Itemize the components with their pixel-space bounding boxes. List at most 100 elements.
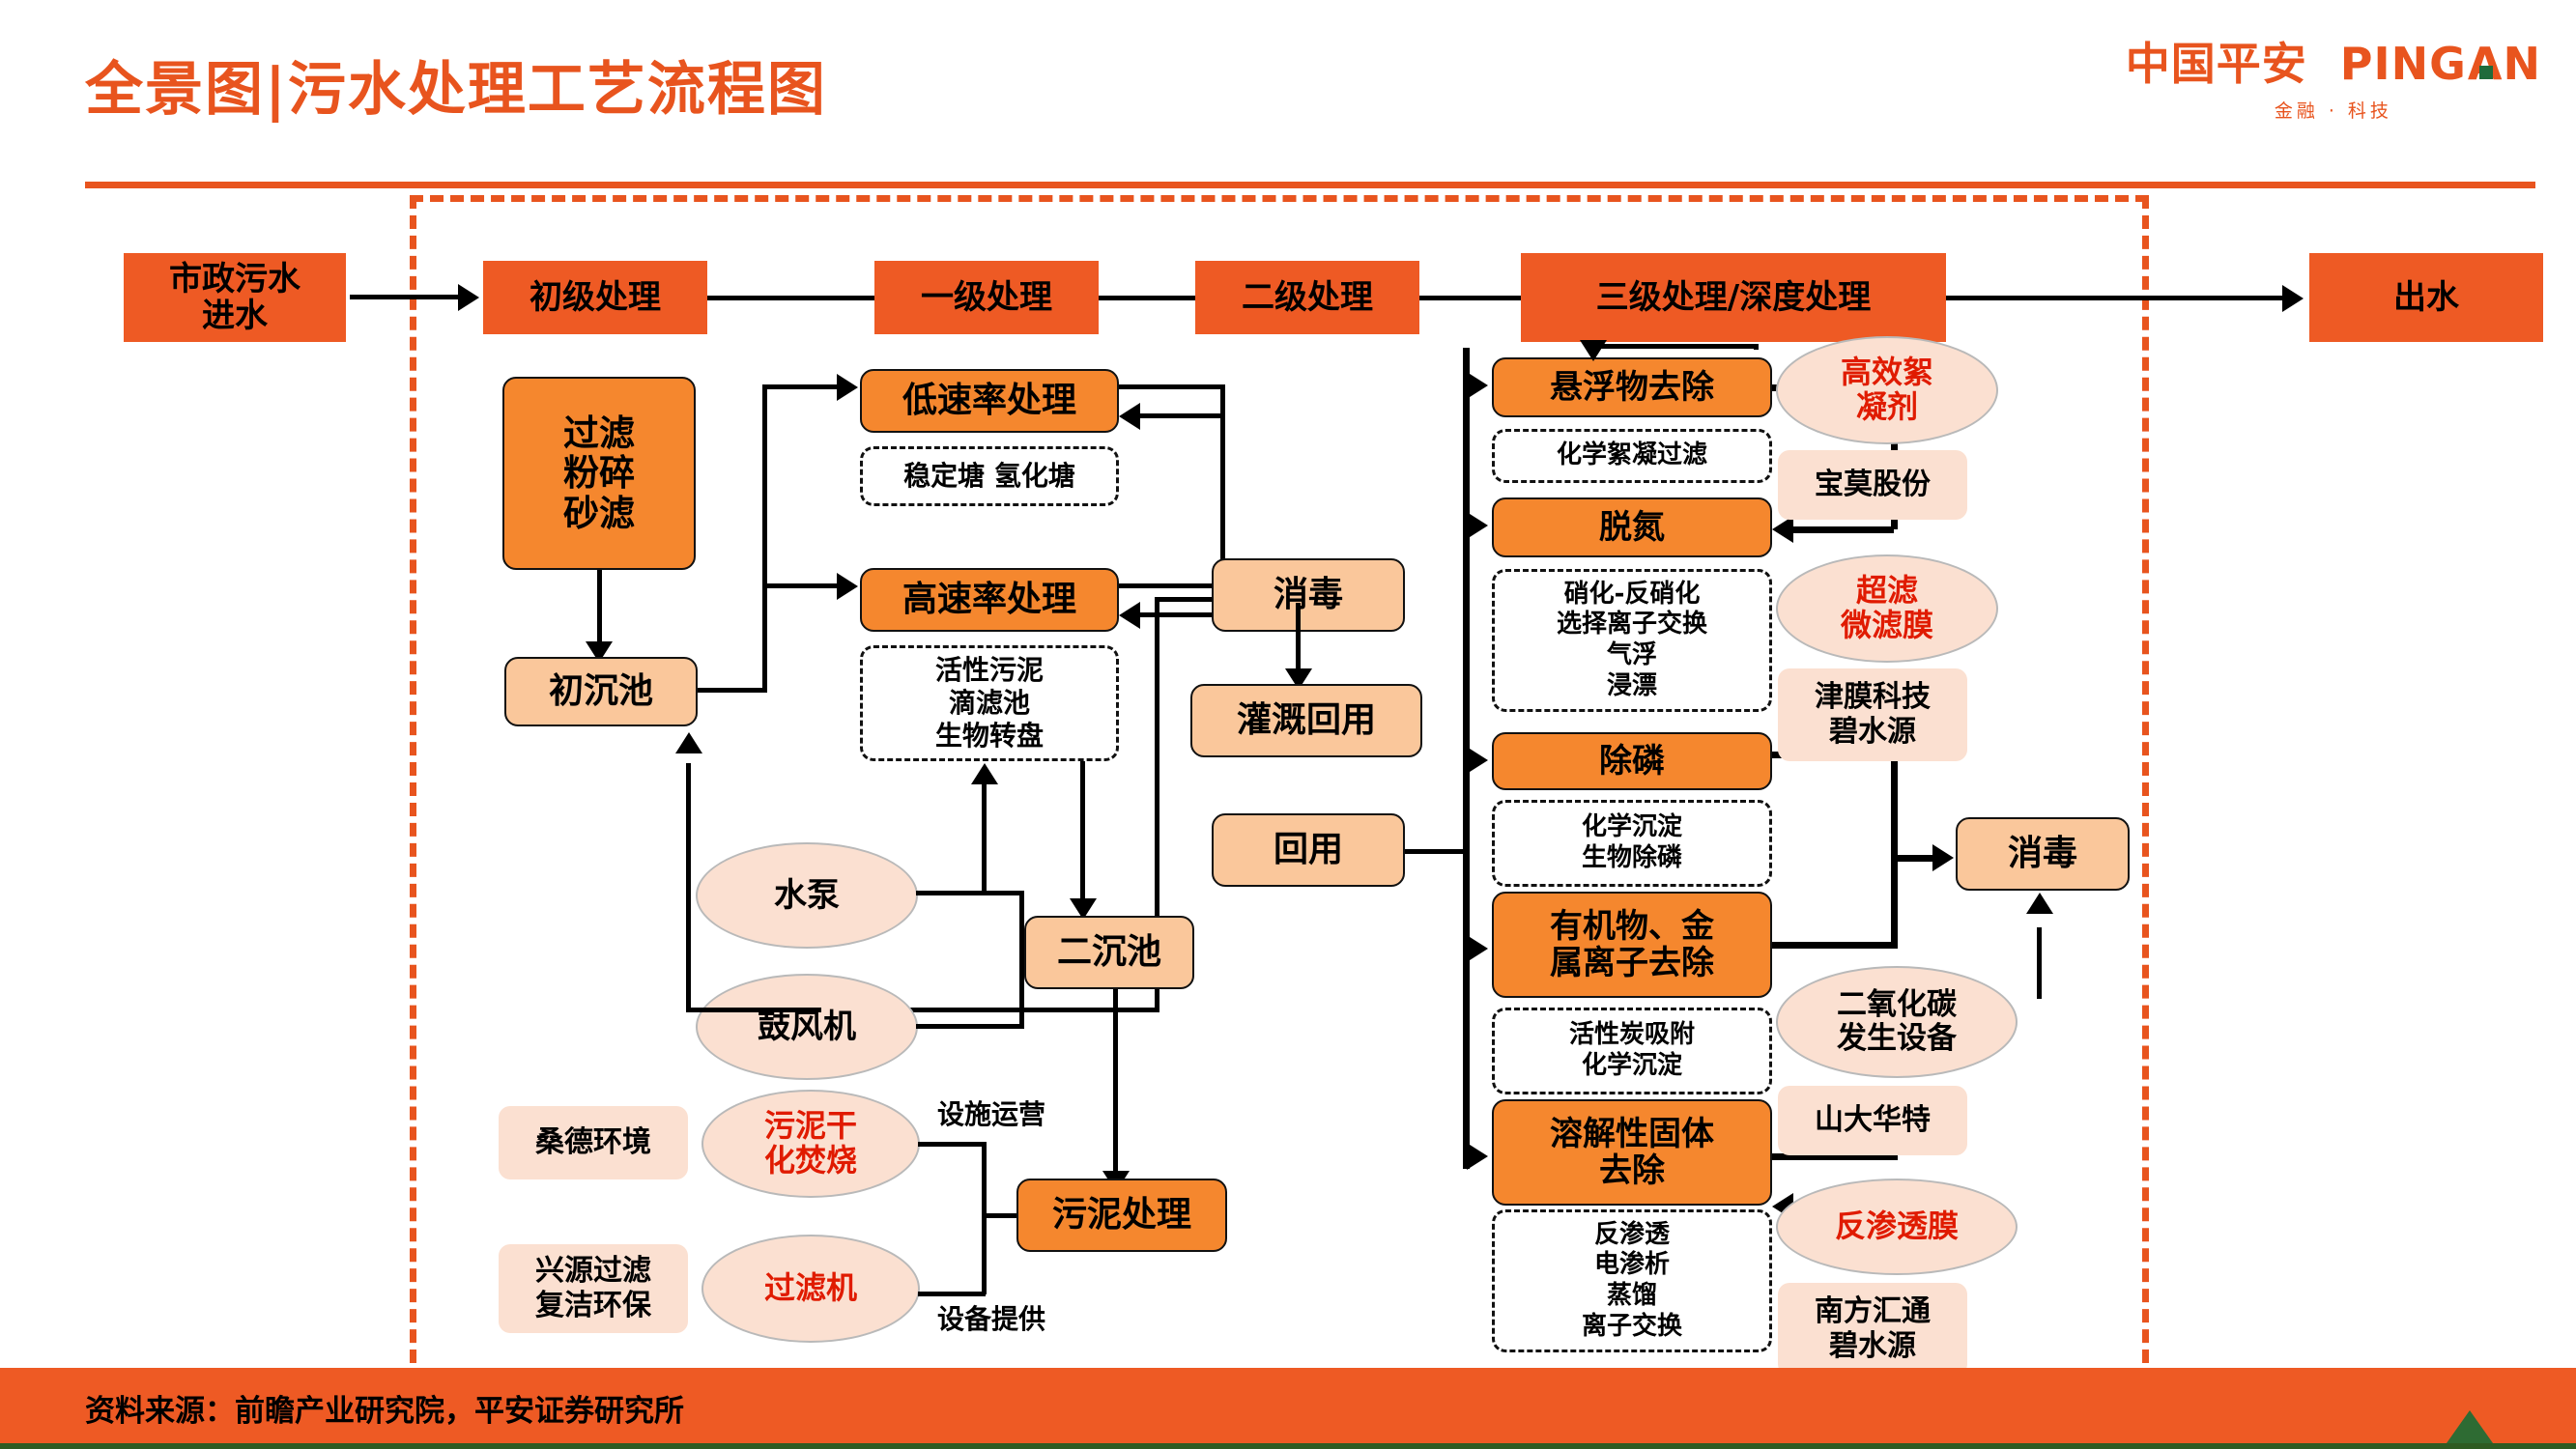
tertiary-step-2-detail-1: 硝化-反硝化	[1563, 579, 1701, 609]
tertiary-step-1-title: 悬浮物去除	[1550, 367, 1714, 407]
tech-ultrafiltration-microfiltration-membrane[interactable]: 超滤 微滤膜	[1776, 554, 1998, 663]
arrow-back-to-high-rate	[1119, 602, 1140, 629]
logo-wordmark: 中国平安 PING AN	[2126, 29, 2541, 93]
irrigation-reuse-label: 灌溉回用	[1236, 699, 1376, 740]
company-xingyuan-fujie[interactable]: 兴源过滤 复洁环保	[499, 1244, 688, 1333]
arrow-to-high-rate	[837, 573, 858, 600]
company-xingyuan-line-2: 复洁环保	[535, 1289, 651, 1322]
node-filter-grind-sandfilter[interactable]: 过滤 粉碎 砂滤	[502, 377, 696, 570]
co2-line-1: 二氧化碳	[1837, 987, 1957, 1023]
node-reuse[interactable]: 回用	[1212, 813, 1405, 887]
node-low-rate-treatment[interactable]: 低速率处理	[860, 369, 1119, 433]
pretreat-line-2: 粉碎	[563, 452, 635, 495]
edge-down-to-clarifier2	[1080, 761, 1085, 906]
node-blower[interactable]: 鼓风机	[696, 974, 918, 1080]
tech-filter-press[interactable]: 过滤机	[701, 1235, 920, 1343]
tech-sludge-drying-incineration[interactable]: 污泥干 化焚烧	[701, 1090, 920, 1198]
inlet-line-2: 进水	[202, 297, 268, 335]
logo-tagline: 金融 · 科技	[2274, 100, 2392, 122]
arrow-return-to-clarifier1	[675, 732, 702, 753]
pretreat-line-1: 过滤	[563, 412, 635, 454]
detail-low-rate: 稳定塘 氢化塘	[860, 446, 1119, 506]
tertiary-step-5-detail-2: 电渗析	[1593, 1250, 1670, 1280]
edge-co2-to-disinfect	[2037, 927, 2042, 999]
edge-clarifier2-to-sludge	[1113, 989, 1118, 1179]
coagulant-line-1: 高效絮	[1840, 354, 1933, 391]
tertiary-step-3-title: 除磷	[1599, 741, 1665, 781]
tertiary-step-4-detail-2: 化学沉淀	[1581, 1051, 1682, 1080]
inlet-line-1: 市政污水	[169, 259, 301, 298]
node-tertiary-dephosphorization[interactable]: 除磷	[1492, 732, 1772, 790]
node-water-pump[interactable]: 水泵	[696, 842, 918, 949]
node-stage-level1[interactable]: 一级处理	[874, 261, 1099, 334]
company-baomo-label: 宝莫股份	[1815, 468, 1931, 501]
node-tertiary-organics-metal-ions[interactable]: 有机物、金 属离子去除	[1492, 892, 1772, 998]
tertiary-step-5-title-line-1: 溶解性固体	[1550, 1114, 1714, 1153]
edge-low-rate-right-back	[1140, 413, 1225, 418]
node-secondary-clarifier[interactable]: 二沉池	[1024, 916, 1194, 989]
company-originwater-label-2: 碧水源	[1829, 1329, 1916, 1363]
arrow-down-to-clarifier2	[1070, 898, 1097, 920]
edge-sludge-top-out	[918, 1142, 986, 1147]
edge-sludge-bottom-out	[918, 1292, 986, 1296]
node-stage-primary[interactable]: 初级处理	[483, 261, 707, 334]
stage-level2-label: 二级处理	[1242, 277, 1373, 317]
node-tertiary-suspended-solids[interactable]: 悬浮物去除	[1492, 357, 1772, 417]
company-shanda-huate[interactable]: 山大华特	[1778, 1086, 1967, 1155]
edge-sludge-bracket	[982, 1142, 987, 1294]
tech-co2-generator[interactable]: 二氧化碳 发生设备	[1776, 966, 2018, 1078]
detail-tertiary-step-5: 反渗透 电渗析 蒸馏 离子交换	[1492, 1209, 1772, 1352]
water-pump-label: 水泵	[774, 875, 840, 915]
edge-clarifier1-riser	[762, 384, 767, 690]
tertiary-step-2-detail-2: 选择离子交换	[1556, 610, 1707, 639]
node-primary-clarifier[interactable]: 初沉池	[504, 657, 698, 726]
edge-disinfect-to-irrigation	[1296, 603, 1301, 676]
logo-green-square-icon	[2478, 66, 2493, 79]
edge-return-to-high-rate	[982, 784, 987, 893]
node-stage-level3[interactable]: 三级处理/深度处理	[1521, 253, 1946, 342]
low-rate-detail-line-1: 稳定塘 氢化塘	[903, 459, 1075, 492]
sludge-treatment-label: 污泥处理	[1051, 1194, 1191, 1235]
low-rate-label: 低速率处理	[902, 380, 1076, 420]
ro-membrane-label: 反渗透膜	[1834, 1208, 1959, 1245]
node-municipal-inlet[interactable]: 市政污水 进水	[124, 253, 346, 342]
outlet-label: 出水	[2393, 277, 2459, 317]
node-outlet[interactable]: 出水	[2309, 253, 2543, 342]
blower-label: 鼓风机	[758, 1007, 856, 1046]
node-sludge-treatment[interactable]: 污泥处理	[1016, 1179, 1227, 1252]
node-irrigation-reuse[interactable]: 灌溉回用	[1190, 684, 1422, 757]
node-high-rate-treatment[interactable]: 高速率处理	[860, 568, 1119, 632]
edge-label-equipment-supply: 设备提供	[937, 1303, 1046, 1335]
detail-high-rate: 活性污泥 滴滤池 生物转盘	[860, 645, 1119, 761]
tertiary-step-2-detail-3: 气浮	[1606, 640, 1657, 669]
node-stage-level2[interactable]: 二级处理	[1195, 261, 1419, 334]
detail-tertiary-step-3: 化学沉淀 生物除磷	[1492, 800, 1772, 887]
edge-reuse-right	[1405, 849, 1463, 854]
arrow-to-tertiary-step-4	[1467, 935, 1488, 962]
detail-tertiary-step-1: 化学絮凝过滤	[1492, 429, 1772, 483]
edge-level3-to-outlet	[1946, 296, 2282, 300]
edge-into-step2	[1792, 526, 1894, 533]
edge-high-rate-right-back	[1140, 612, 1225, 617]
edge-sludge-into-treatment	[982, 1213, 1028, 1218]
edge-step4-right	[1772, 942, 1898, 949]
company-nanfang-huitong-origin[interactable]: 南方汇通 碧水源	[1778, 1283, 1967, 1376]
edge-step3-riser	[1891, 752, 1898, 858]
tech-reverse-osmosis-membrane[interactable]: 反渗透膜	[1776, 1179, 2018, 1275]
company-baomo[interactable]: 宝莫股份	[1778, 450, 1967, 520]
node-disinfect-mid[interactable]: 消毒	[1212, 558, 1405, 632]
node-tertiary-denitrification[interactable]: 脱氮	[1492, 497, 1772, 557]
edge-label-facility-operation: 设施运营	[937, 1098, 1046, 1130]
edge-filter-to-clarifier1	[597, 570, 602, 649]
node-disinfect-right[interactable]: 消毒	[1956, 817, 2130, 891]
tech-high-efficiency-coagulant[interactable]: 高效絮 凝剂	[1776, 336, 1998, 444]
company-jinmo-origin[interactable]: 津膜科技 碧水源	[1778, 668, 1967, 761]
primary-clarifier-label: 初沉池	[548, 670, 653, 711]
arrow-to-low-rate	[837, 374, 858, 401]
node-tertiary-dissolved-solids[interactable]: 溶解性固体 去除	[1492, 1099, 1772, 1206]
company-sande[interactable]: 桑德环境	[499, 1106, 688, 1179]
footer-bar	[0, 1368, 2576, 1443]
arrow-to-tertiary-step-5	[1467, 1143, 1488, 1170]
page-title: 全景图|污水处理工艺流程图	[85, 56, 827, 124]
tertiary-step-1-detail-1: 化学絮凝过滤	[1556, 440, 1707, 470]
